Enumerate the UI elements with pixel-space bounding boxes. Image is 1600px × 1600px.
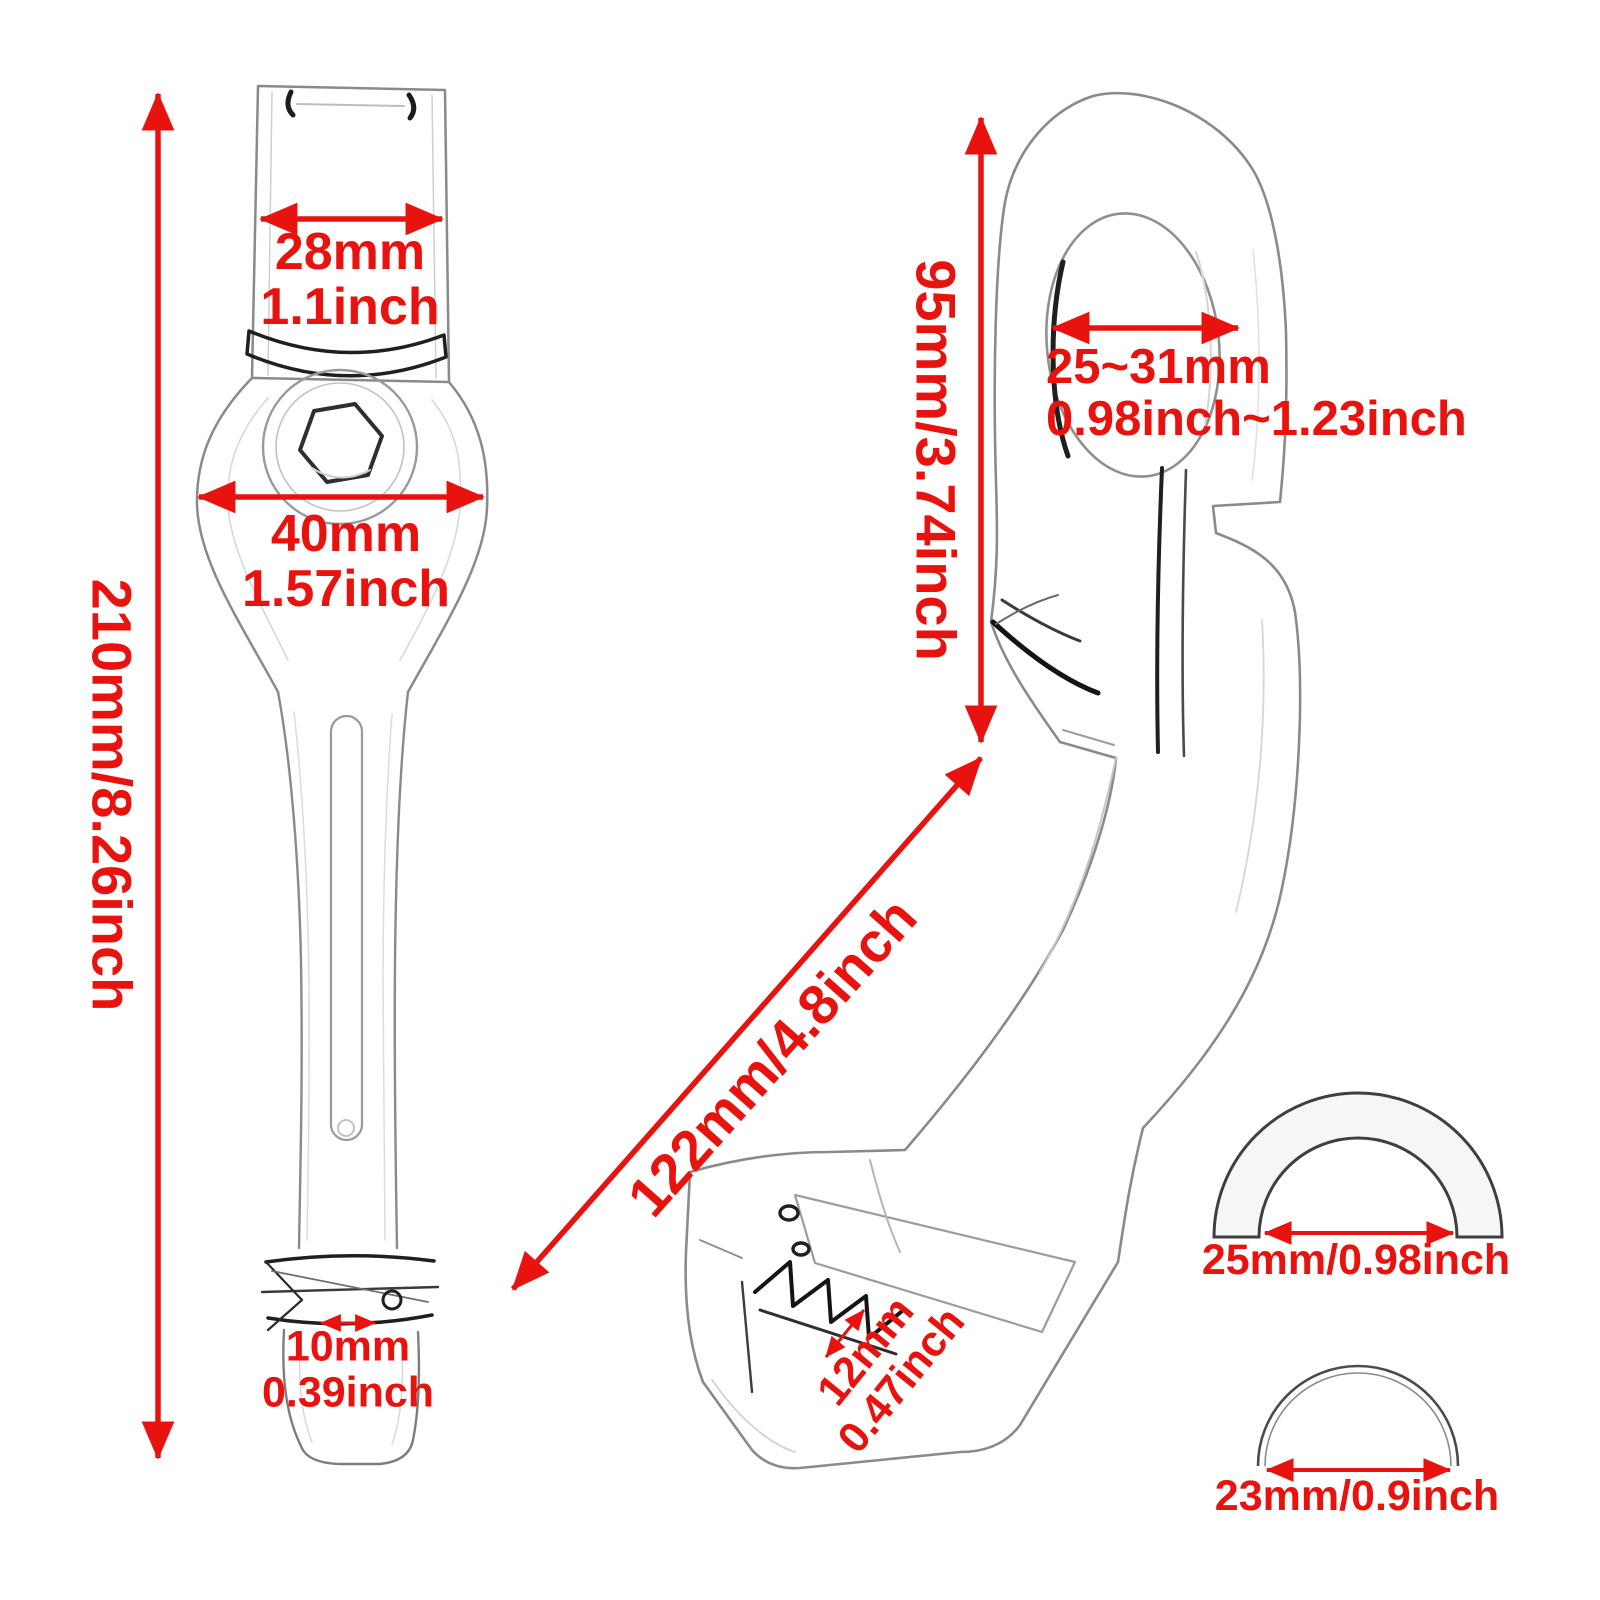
dim-label-head-width: 40mm 1.57inch (241, 504, 451, 618)
dim-clamp-bore-inch: 0.98inch~1.23inch (1046, 391, 1467, 446)
dimension-arrows (141, 92, 1455, 1482)
dim-clamp-bore-mm: 25~31mm (1046, 340, 1271, 394)
dim-label-section-outer: 25mm/0.98inch (1201, 1236, 1511, 1285)
dim-pivot-width-inch: 0.39inch (261, 1368, 435, 1416)
arrow-peg-width (824, 1309, 866, 1358)
dim-label-clamp-bore: 25~31mm 0.98inch~1.23inch (1046, 340, 1467, 446)
section-thin-ring (1256, 1364, 1460, 1467)
arrow-arm-length (510, 756, 984, 1291)
dim-pivot-width-mm: 10mm (285, 1322, 411, 1371)
front-view-drawing (195, 84, 489, 1466)
dim-head-width-inch: 1.57inch (241, 560, 451, 618)
dim-label-pivot-width: 10mm 0.39inch (262, 1324, 434, 1415)
dim-top-width-mm: 28mm (274, 222, 426, 281)
dim-label-mount-height: 95mm/3.74inch (904, 259, 968, 661)
dim-head-width-mm: 40mm (270, 504, 422, 563)
dim-label-section-inner: 23mm/0.9inch (1214, 1472, 1500, 1521)
dim-top-width-inch: 1.1inch (260, 278, 440, 336)
dim-label-top-width: 28mm 1.1inch (260, 222, 440, 336)
dim-label-total-length: 210mm/8.26inch (80, 578, 144, 1012)
section-thick-ring (1212, 1091, 1504, 1239)
